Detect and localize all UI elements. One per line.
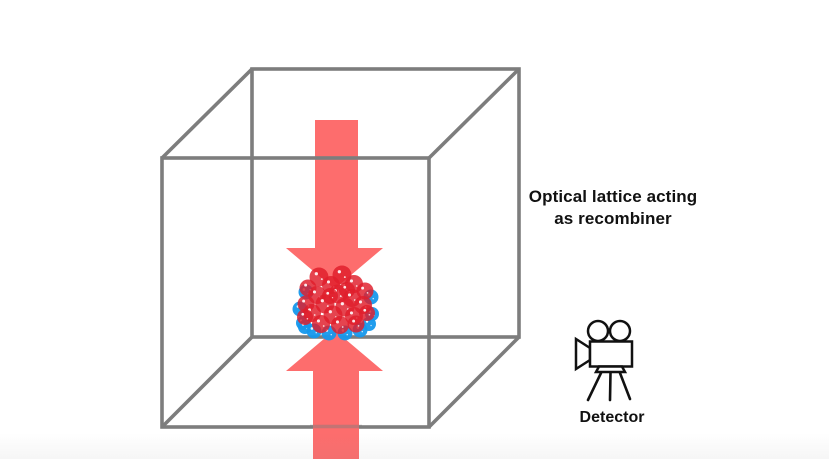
atom-speckle bbox=[341, 326, 344, 328]
vacuum-chamber-cube bbox=[160, 67, 521, 429]
detector-camera-icon bbox=[574, 319, 634, 402]
cube-edge-bottom-left bbox=[160, 335, 254, 429]
atom-highlight bbox=[349, 311, 354, 315]
atom-highlight bbox=[301, 312, 305, 316]
atom-speckle bbox=[366, 292, 369, 294]
optical-lattice-label-line2: as recombiner bbox=[554, 209, 672, 228]
atom-highlight bbox=[361, 286, 365, 290]
atom-speckle bbox=[346, 333, 348, 336]
atom-speckle bbox=[372, 297, 374, 300]
atom-red bbox=[331, 316, 349, 334]
atom-highlight bbox=[314, 272, 318, 276]
atom-speckle bbox=[326, 305, 329, 308]
atom-highlight bbox=[347, 293, 352, 297]
atom-speckle bbox=[355, 285, 358, 287]
atom-highlight bbox=[352, 319, 356, 323]
camera-body bbox=[588, 340, 634, 368]
camera-reel-right bbox=[608, 319, 632, 343]
atom-highlight bbox=[304, 283, 308, 287]
atom-speckle bbox=[343, 276, 346, 279]
atom-highlight bbox=[343, 285, 347, 289]
laser-arrow-top bbox=[286, 120, 383, 289]
cube-edge-top-left bbox=[160, 67, 254, 160]
atom-highlight bbox=[310, 327, 314, 330]
atom-speckle bbox=[361, 330, 363, 333]
atom-speckle bbox=[315, 331, 317, 334]
atom-highlight bbox=[312, 290, 317, 294]
atom-highlight bbox=[326, 280, 331, 284]
tripod-leg-left bbox=[586, 371, 603, 402]
atom-red bbox=[359, 305, 375, 321]
tripod-leg-right bbox=[618, 371, 632, 401]
atom-speckle bbox=[353, 299, 356, 301]
atom-highlight bbox=[340, 302, 344, 306]
atom-speckle bbox=[357, 325, 360, 327]
atom-speckle bbox=[322, 325, 325, 327]
atom-speckle bbox=[368, 313, 371, 316]
atom-highlight bbox=[302, 299, 306, 303]
atom-speckle bbox=[313, 314, 316, 316]
atom-speckle bbox=[370, 324, 372, 327]
tripod-mount bbox=[593, 365, 628, 374]
atom-speckle bbox=[320, 278, 323, 281]
atom-red bbox=[297, 309, 313, 325]
atom-highlight bbox=[337, 270, 341, 274]
atom-red bbox=[347, 315, 365, 333]
atom-speckle bbox=[330, 333, 332, 336]
optical-lattice-label: Optical lattice acting as recombiner bbox=[503, 186, 723, 230]
detector-label: Detector bbox=[579, 409, 645, 426]
cube-front-face bbox=[160, 156, 431, 429]
tripod-leg-center bbox=[608, 371, 612, 402]
camera-lens-horn bbox=[574, 336, 592, 372]
atom-highlight bbox=[358, 300, 363, 304]
atom-highlight bbox=[326, 291, 330, 295]
atom-highlight bbox=[365, 320, 369, 323]
atom-highlight bbox=[316, 319, 321, 323]
atom-red bbox=[312, 315, 330, 333]
atom-speckle bbox=[306, 317, 309, 320]
atom-highlight bbox=[349, 279, 354, 283]
atom-highlight bbox=[320, 299, 324, 303]
atom-highlight bbox=[363, 308, 367, 312]
atom-cloud bbox=[292, 265, 379, 341]
cube-edge-top-right bbox=[427, 67, 521, 160]
atom-highlight bbox=[328, 310, 332, 314]
cube-back-face bbox=[250, 67, 521, 339]
cube-edge-bottom-right bbox=[427, 335, 521, 429]
camera-reel-left bbox=[586, 319, 610, 343]
optical-lattice-label-line1: Optical lattice acting bbox=[528, 187, 698, 206]
laser-arrow-bottom bbox=[286, 330, 383, 459]
atom-highlight bbox=[335, 320, 340, 324]
atom-red bbox=[356, 282, 374, 300]
